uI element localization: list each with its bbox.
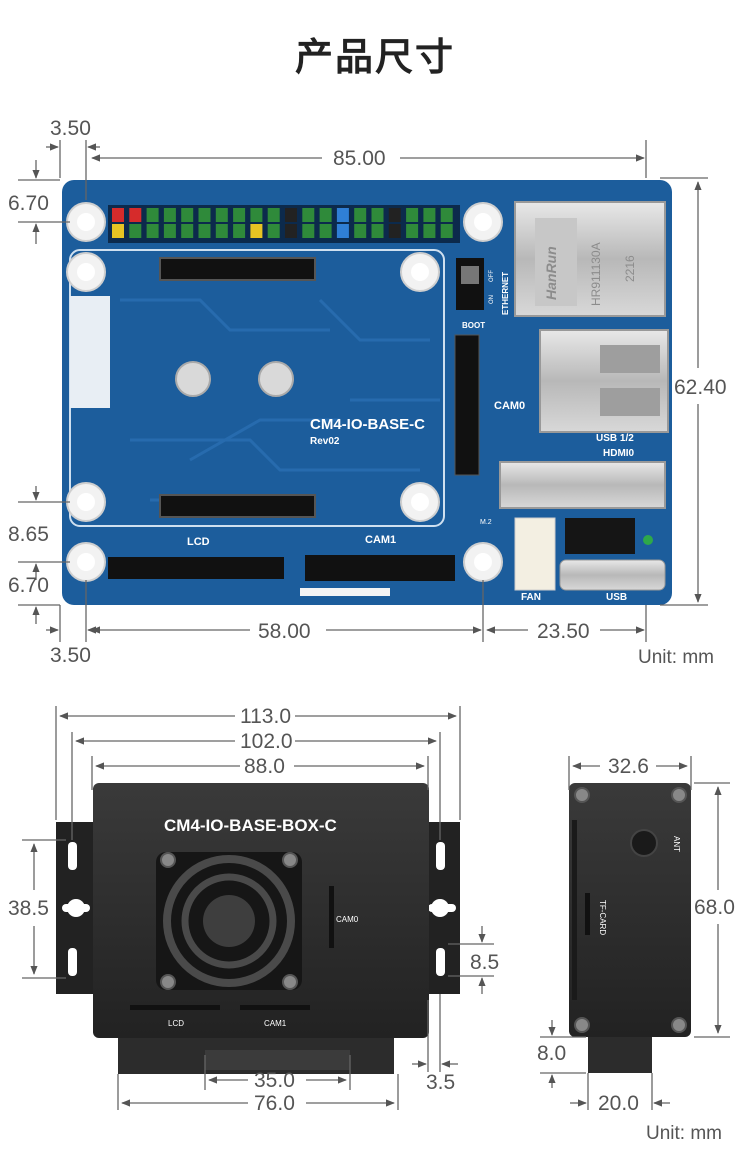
gpio-pin xyxy=(267,208,280,222)
dim-side-height: 68.0 xyxy=(694,896,735,919)
gpio-pin xyxy=(181,224,194,238)
gpio-pin xyxy=(233,208,246,222)
side-label-ant: ANT xyxy=(672,836,681,852)
dim-hole-bottom: 6.70 xyxy=(8,574,49,597)
gpio-pin xyxy=(146,208,159,222)
box-label-cam1: CAM1 xyxy=(264,1019,287,1028)
gpio-pin xyxy=(250,224,263,238)
gpio-pin xyxy=(112,208,124,222)
dim-box-rail: 76.0 xyxy=(254,1092,295,1115)
gpio-pin xyxy=(302,208,315,222)
gpio-pin xyxy=(198,208,211,222)
label-fan: FAN xyxy=(521,592,541,603)
gpio-pin xyxy=(354,208,367,222)
gpio-pin xyxy=(233,224,246,238)
gpio-pin xyxy=(440,208,453,222)
unit-label-top: Unit: mm xyxy=(638,647,714,668)
gpio-pin xyxy=(336,208,349,222)
dim-bottom-offset: 3.50 xyxy=(50,644,91,667)
dim-side-width: 32.6 xyxy=(608,755,649,778)
carrier-board: CM4-IO-BASE-C Rev02 LCD CAM1 CAM0 BOOT M… xyxy=(62,180,672,605)
dim-box-slot: 8.5 xyxy=(470,951,499,974)
gpio-pin xyxy=(129,224,142,238)
label-usb: USB xyxy=(606,592,627,603)
label-m2: M.2 xyxy=(480,519,492,526)
gpio-pin xyxy=(250,208,263,222)
box-label-lcd: LCD xyxy=(168,1019,184,1028)
dim-box-rail-slot: 35.0 xyxy=(254,1069,295,1092)
box-name: CM4-IO-BASE-BOX-C xyxy=(164,816,337,835)
label-ethernet: ETHERNET xyxy=(501,272,510,315)
gpio-pin xyxy=(388,208,401,222)
page-title: 产品尺寸 xyxy=(294,35,455,79)
label-boot: BOOT xyxy=(462,321,485,330)
gpio-pin xyxy=(267,224,280,238)
dim-top-offset: 3.50 xyxy=(50,117,91,140)
gpio-pin xyxy=(146,224,159,238)
enclosure-side-view: ANT TF-CARD xyxy=(569,783,691,1073)
side-dimension-lines xyxy=(540,756,730,1110)
gpio-pin xyxy=(319,208,332,222)
gpio-pin xyxy=(371,208,384,222)
label-on: ON xyxy=(489,295,495,304)
dim-box-overall: 113.0 xyxy=(240,705,291,728)
dim-board-height: 62.40 xyxy=(674,376,727,399)
gpio-pin xyxy=(354,224,367,238)
unit-label-bottom: Unit: mm xyxy=(646,1123,722,1144)
board-dimension-lines xyxy=(18,140,708,642)
dim-hole-top: 6.70 xyxy=(8,192,49,215)
gpio-pin xyxy=(215,224,228,238)
dim-right-span: 23.50 xyxy=(537,620,590,643)
label-cam0: CAM0 xyxy=(494,400,525,412)
dim-hole-spacing: 58.00 xyxy=(258,620,311,643)
rj45-brand: HanRun xyxy=(543,246,559,300)
rj45-part: HR911130A xyxy=(589,242,603,306)
gpio-pin xyxy=(163,208,176,222)
label-hdmi0: HDMI0 xyxy=(603,448,635,459)
dim-box-edge: 3.5 xyxy=(426,1071,455,1094)
dim-side-rail-width: 20.0 xyxy=(598,1092,639,1115)
side-label-tf-card: TF-CARD xyxy=(598,900,607,935)
gpio-pin xyxy=(423,208,436,222)
dim-side-rail-height: 8.0 xyxy=(537,1042,566,1065)
dim-board-width: 85.00 xyxy=(333,147,386,170)
board-name: CM4-IO-BASE-C xyxy=(310,416,425,433)
gpio-pin xyxy=(423,224,436,238)
label-lcd: LCD xyxy=(187,536,210,548)
gpio-pin xyxy=(388,224,401,238)
gpio-pin xyxy=(285,208,297,222)
dim-box-height: 38.5 xyxy=(8,897,49,920)
gpio-pin xyxy=(336,224,349,238)
label-off: OFF xyxy=(489,270,495,282)
box-dimension-lines xyxy=(22,706,494,1110)
gpio-pin xyxy=(181,208,194,222)
board-rev: Rev02 xyxy=(310,436,340,447)
box-label-cam0: CAM0 xyxy=(336,915,359,924)
gpio-pin xyxy=(406,208,419,222)
gpio-pin xyxy=(285,224,297,238)
gpio-pin xyxy=(406,224,419,238)
dim-hole-gap: 8.65 xyxy=(8,523,49,546)
gpio-pin xyxy=(215,208,228,222)
gpio-pin xyxy=(163,224,176,238)
gpio-pin xyxy=(319,224,332,238)
gpio-pin xyxy=(371,224,384,238)
gpio-pin xyxy=(198,224,211,238)
enclosure-front-view: CM4-IO-BASE-BOX-C CAM0 LCD CAM1 xyxy=(56,783,460,1074)
gpio-pin xyxy=(112,224,124,238)
gpio-pin xyxy=(440,224,453,238)
dim-box-body: 88.0 xyxy=(244,755,285,778)
label-cam1: CAM1 xyxy=(365,534,396,546)
gpio-pin xyxy=(129,208,142,222)
gpio-pin xyxy=(302,224,315,238)
label-usb12: USB 1/2 xyxy=(596,433,634,444)
dim-box-mount: 102.0 xyxy=(240,730,293,753)
rj45-date: 2216 xyxy=(623,255,637,282)
